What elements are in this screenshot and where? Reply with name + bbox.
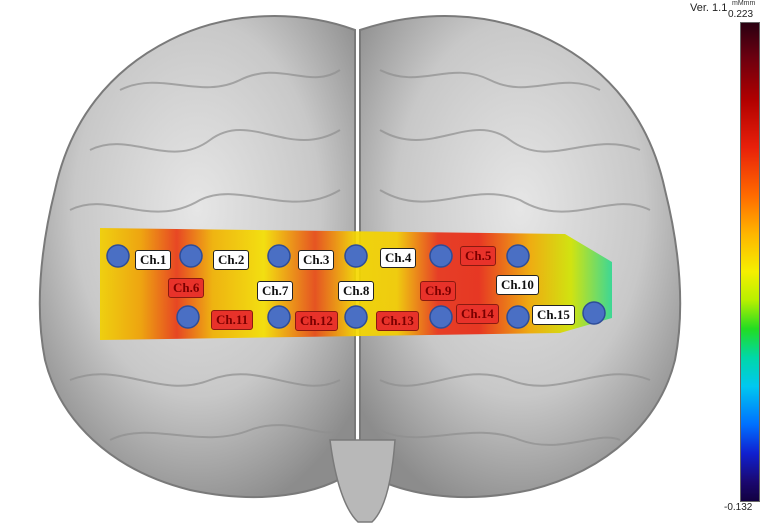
channel-label-ch5: Ch.5 xyxy=(460,246,497,266)
channel-label-ch1: Ch.1 xyxy=(135,250,172,270)
optode xyxy=(344,305,368,329)
optode xyxy=(429,305,453,329)
channel-label-ch3: Ch.3 xyxy=(298,250,335,270)
version-label: Ver. 1.1 xyxy=(690,2,728,14)
channel-label-ch9: Ch.9 xyxy=(420,281,457,301)
brainstem xyxy=(329,439,396,523)
optode xyxy=(176,305,200,329)
channel-label-ch13: Ch.13 xyxy=(376,311,419,331)
gyri-lines xyxy=(69,69,651,446)
optode xyxy=(506,305,530,329)
optode xyxy=(267,305,291,329)
channel-label-ch15: Ch.15 xyxy=(532,305,575,325)
channel-label-ch12: Ch.12 xyxy=(295,311,338,331)
optode xyxy=(506,244,530,268)
channel-label-ch4: Ch.4 xyxy=(380,248,417,268)
colorbar-max-value: 0.223 xyxy=(728,9,754,20)
channel-label-ch14: Ch.14 xyxy=(456,304,499,324)
optode xyxy=(106,244,130,268)
optode xyxy=(179,244,203,268)
optode xyxy=(344,244,368,268)
channel-label-ch8: Ch.8 xyxy=(338,281,375,301)
colorbar-unit: mMmm xyxy=(732,0,756,7)
colorbar xyxy=(740,22,760,502)
optode xyxy=(582,301,606,325)
channel-label-ch6: Ch.6 xyxy=(168,278,205,298)
optode-group xyxy=(106,244,606,329)
channel-label-ch10: Ch.10 xyxy=(496,275,539,295)
colorbar-min-value: -0.132 xyxy=(724,502,753,513)
channel-label-ch11: Ch.11 xyxy=(211,310,254,330)
channel-label-ch2: Ch.2 xyxy=(213,250,250,270)
channel-label-ch7: Ch.7 xyxy=(257,281,294,301)
optode xyxy=(267,244,291,268)
optode xyxy=(429,244,453,268)
